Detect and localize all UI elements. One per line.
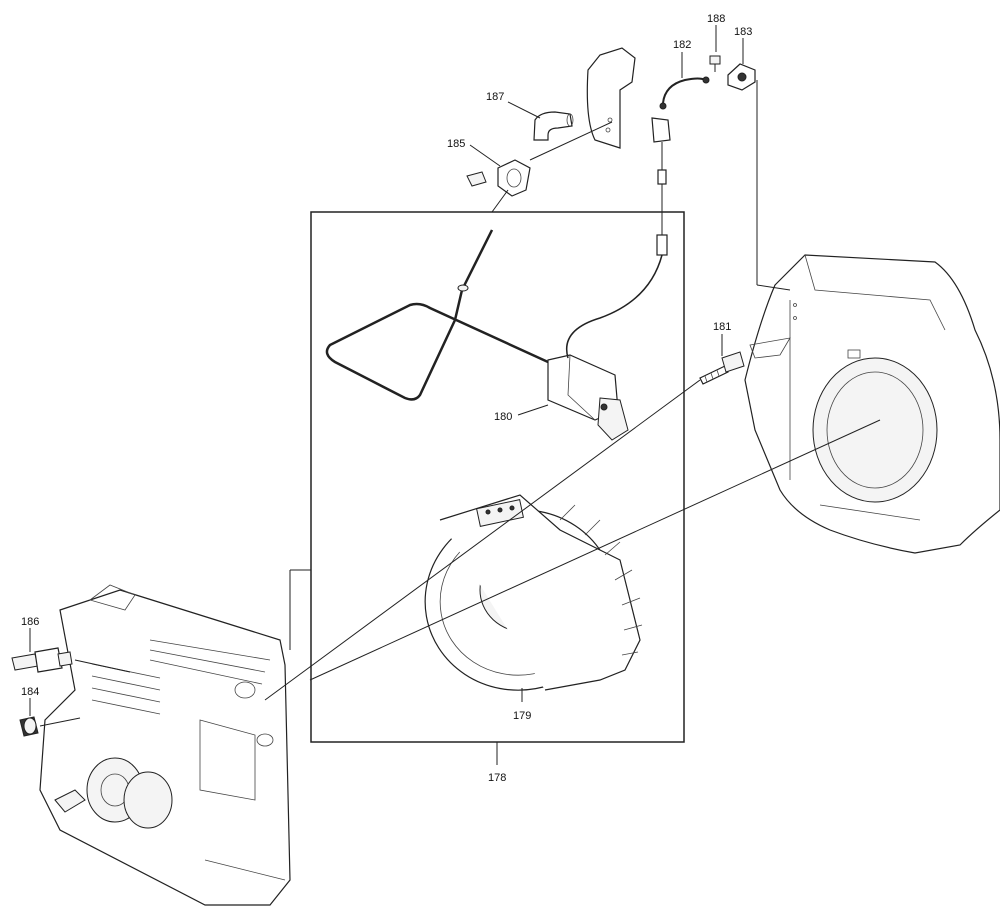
label-182: 182 (673, 39, 691, 51)
label-180: 180 (494, 411, 512, 423)
fan-shroud (744, 254, 1000, 554)
flywheel-fins (559, 504, 643, 656)
cable-182 (651, 76, 710, 185)
clamp-185 (466, 159, 531, 197)
label-179: 179 (513, 710, 531, 722)
label-185: 185 (447, 138, 465, 150)
elbow-187 (533, 111, 574, 141)
cover-plate (586, 47, 636, 149)
engine-block (39, 584, 291, 906)
plug-184 (19, 716, 39, 737)
assembly-lines (39, 184, 881, 727)
bolt-181 (699, 351, 745, 385)
label-188: 188 (707, 13, 725, 25)
label-178: 178 (488, 772, 506, 784)
label-184: 184 (21, 686, 39, 698)
label-181: 181 (713, 321, 731, 333)
flywheel (424, 494, 643, 691)
label-186: 186 (21, 616, 39, 628)
screw-188 (709, 55, 721, 72)
bracket-183 (727, 63, 756, 91)
label-187: 187 (486, 91, 504, 103)
ignition-coil (325, 229, 668, 441)
spark-plug-186 (11, 647, 73, 673)
label-183: 183 (734, 26, 752, 38)
